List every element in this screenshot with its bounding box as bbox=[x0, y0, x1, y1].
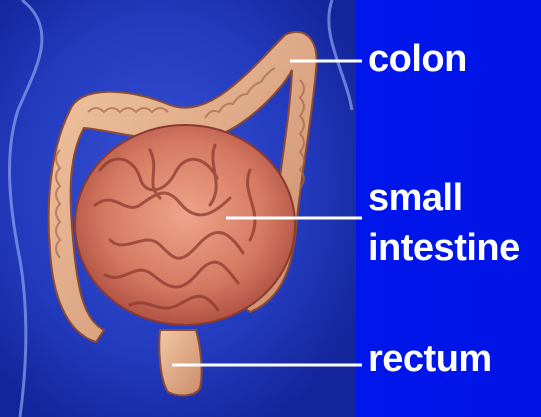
rectum-label: rectum bbox=[368, 339, 492, 379]
small-intestine-label-line2: intestine bbox=[368, 228, 520, 268]
rectum-shape bbox=[159, 330, 201, 395]
small-intestine-mass bbox=[75, 125, 295, 325]
small-intestine-label-line1: small bbox=[368, 178, 463, 218]
colon-label: colon bbox=[368, 39, 467, 79]
